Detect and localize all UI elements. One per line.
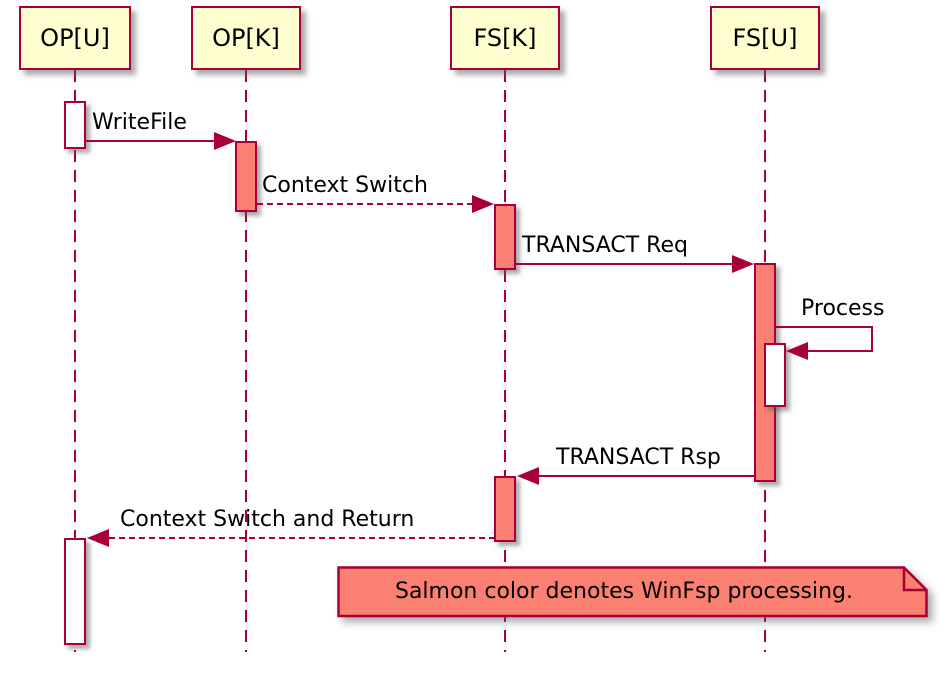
activation-opk-salmon [235, 141, 257, 212]
message-line-context-switch [257, 203, 473, 205]
lifeline-opu [74, 70, 76, 652]
arrowhead-left-icon [87, 529, 109, 547]
participant-box-fsk: FS[K] [450, 6, 560, 70]
activation-opu-1 [64, 101, 86, 149]
message-line-context-switch-return [109, 537, 494, 539]
activation-fsk-salmon-1 [494, 204, 516, 270]
participant-box-opu: OP[U] [19, 6, 131, 70]
self-message-return-line [806, 350, 873, 352]
activation-fsu-nested [764, 343, 786, 407]
arrowhead-right-icon [732, 255, 754, 273]
participant-label-fsu: FS[U] [732, 24, 798, 52]
note-shape [337, 566, 928, 618]
message-label-transact-rsp: TRANSACT Rsp [556, 445, 721, 470]
message-label-process: Process [801, 296, 885, 321]
activation-fsk-salmon-2 [494, 476, 516, 542]
participant-box-opk: OP[K] [191, 6, 301, 70]
participant-label-opk: OP[K] [212, 24, 280, 52]
message-label-context-switch: Context Switch [262, 173, 428, 198]
arrowhead-right-icon [214, 132, 236, 150]
self-message-out-line [776, 326, 873, 328]
self-message-vertical-line [871, 326, 873, 352]
participant-label-opu: OP[U] [40, 24, 110, 52]
message-line-writefile [86, 140, 218, 142]
arrowhead-right-icon [472, 195, 494, 213]
message-line-transact-req [516, 263, 732, 265]
note: Salmon color denotes WinFsp processing. [337, 566, 929, 618]
lifeline-fsk [504, 70, 506, 652]
message-line-transact-rsp [539, 475, 754, 477]
lifeline-opk [245, 70, 247, 652]
arrowhead-left-icon [517, 467, 539, 485]
note-text: Salmon color denotes WinFsp processing. [394, 579, 854, 604]
activation-opu-2 [64, 538, 86, 645]
message-label-writefile: WriteFile [92, 110, 187, 135]
message-label-transact-req: TRANSACT Req [522, 233, 688, 258]
message-label-context-switch-return: Context Switch and Return [120, 507, 415, 532]
participant-box-fsu: FS[U] [710, 6, 820, 70]
arrowhead-left-icon [786, 342, 808, 360]
participant-label-fsk: FS[K] [473, 24, 537, 52]
